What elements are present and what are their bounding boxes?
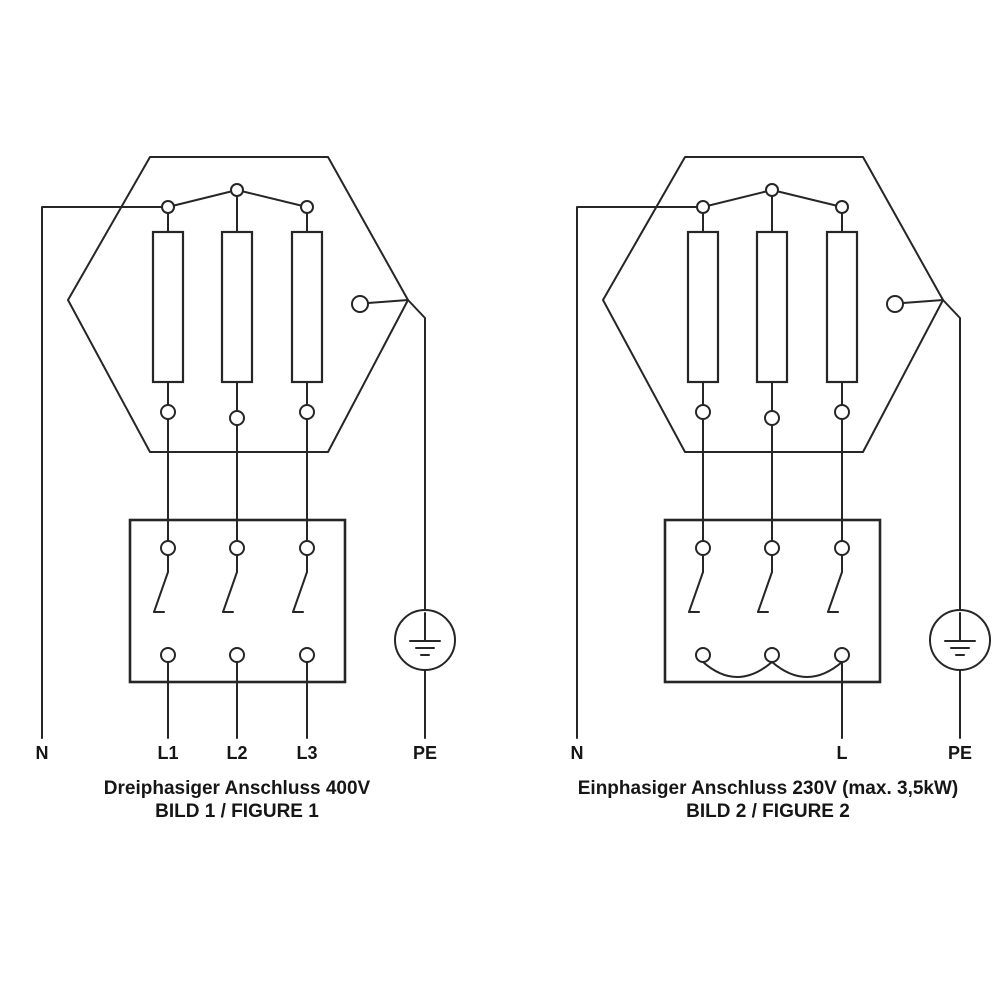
terminal-circle xyxy=(161,200,175,214)
heating-element xyxy=(220,230,254,384)
terminal-circle xyxy=(299,647,315,663)
terminal-circle xyxy=(764,540,780,556)
terminal-circle xyxy=(834,540,850,556)
switch-contact xyxy=(827,554,843,613)
terminal-label-l2: L2 xyxy=(226,743,247,763)
terminal-circle xyxy=(696,200,710,214)
bridge-wire xyxy=(702,189,773,208)
terminal-circle xyxy=(695,540,711,556)
terminal-label-pe: PE xyxy=(413,743,437,763)
terminal-circle xyxy=(834,647,850,663)
terminal-label-n: N xyxy=(36,743,49,763)
jumper-link xyxy=(702,661,773,678)
terminal-block xyxy=(663,518,882,684)
pe-wire xyxy=(902,299,961,611)
figure-caption-title: Einphasiger Anschluss 230V (max. 3,5kW) xyxy=(578,778,959,799)
terminal-circle xyxy=(160,404,176,420)
pe-terminal-circle xyxy=(886,295,904,313)
terminal-circle xyxy=(765,183,779,197)
pe-wire xyxy=(367,299,426,611)
heater-housing-outline xyxy=(67,156,409,453)
heating-element xyxy=(755,230,789,384)
terminal-circle xyxy=(695,647,711,663)
heating-element xyxy=(290,230,324,384)
terminal-label-l1: L1 xyxy=(157,743,178,763)
figure-caption-sub: BILD 1 / FIGURE 1 xyxy=(155,801,319,822)
figure-1-three-phase: N L1 L2 L3 PE Dreiphasiger Anschluss 400… xyxy=(36,156,456,822)
figure-caption-sub: BILD 2 / FIGURE 2 xyxy=(686,801,850,822)
terminal-circle xyxy=(695,404,711,420)
switch-contact xyxy=(757,554,773,613)
switch-contact xyxy=(292,554,308,613)
heating-element xyxy=(825,230,859,384)
terminal-label-n: N xyxy=(571,743,584,763)
terminal-circle xyxy=(764,647,780,663)
neutral-wire xyxy=(576,206,704,739)
terminal-circle xyxy=(229,410,245,426)
pe-terminal-circle xyxy=(351,295,369,313)
terminal-circle xyxy=(835,200,849,214)
jumper-link xyxy=(771,661,843,678)
terminal-circle xyxy=(160,540,176,556)
heating-element xyxy=(151,230,185,384)
bridge-wire xyxy=(236,189,308,208)
terminal-circle xyxy=(764,410,780,426)
terminal-circle xyxy=(160,647,176,663)
terminal-label-l3: L3 xyxy=(296,743,317,763)
heater-housing-outline xyxy=(602,156,944,453)
terminal-circle xyxy=(299,540,315,556)
terminal-circle xyxy=(229,540,245,556)
switch-contact xyxy=(153,554,169,613)
earth-ground-icon xyxy=(929,609,991,671)
heating-element xyxy=(686,230,720,384)
terminal-circle xyxy=(834,404,850,420)
figure-2-single-phase: N L PE Einphasiger Anschluss 230V (max. … xyxy=(571,156,991,822)
bridge-wire xyxy=(167,189,238,208)
bridge-wire xyxy=(771,189,843,208)
terminal-label-l: L xyxy=(837,743,848,763)
terminal-label-pe: PE xyxy=(948,743,972,763)
switch-contact xyxy=(688,554,704,613)
figure-caption-title: Dreiphasiger Anschluss 400V xyxy=(104,778,371,799)
terminal-circle xyxy=(229,647,245,663)
earth-ground-icon xyxy=(394,609,456,671)
terminal-circle xyxy=(230,183,244,197)
neutral-wire xyxy=(41,206,169,739)
terminal-circle xyxy=(299,404,315,420)
terminal-circle xyxy=(300,200,314,214)
switch-contact xyxy=(222,554,238,613)
